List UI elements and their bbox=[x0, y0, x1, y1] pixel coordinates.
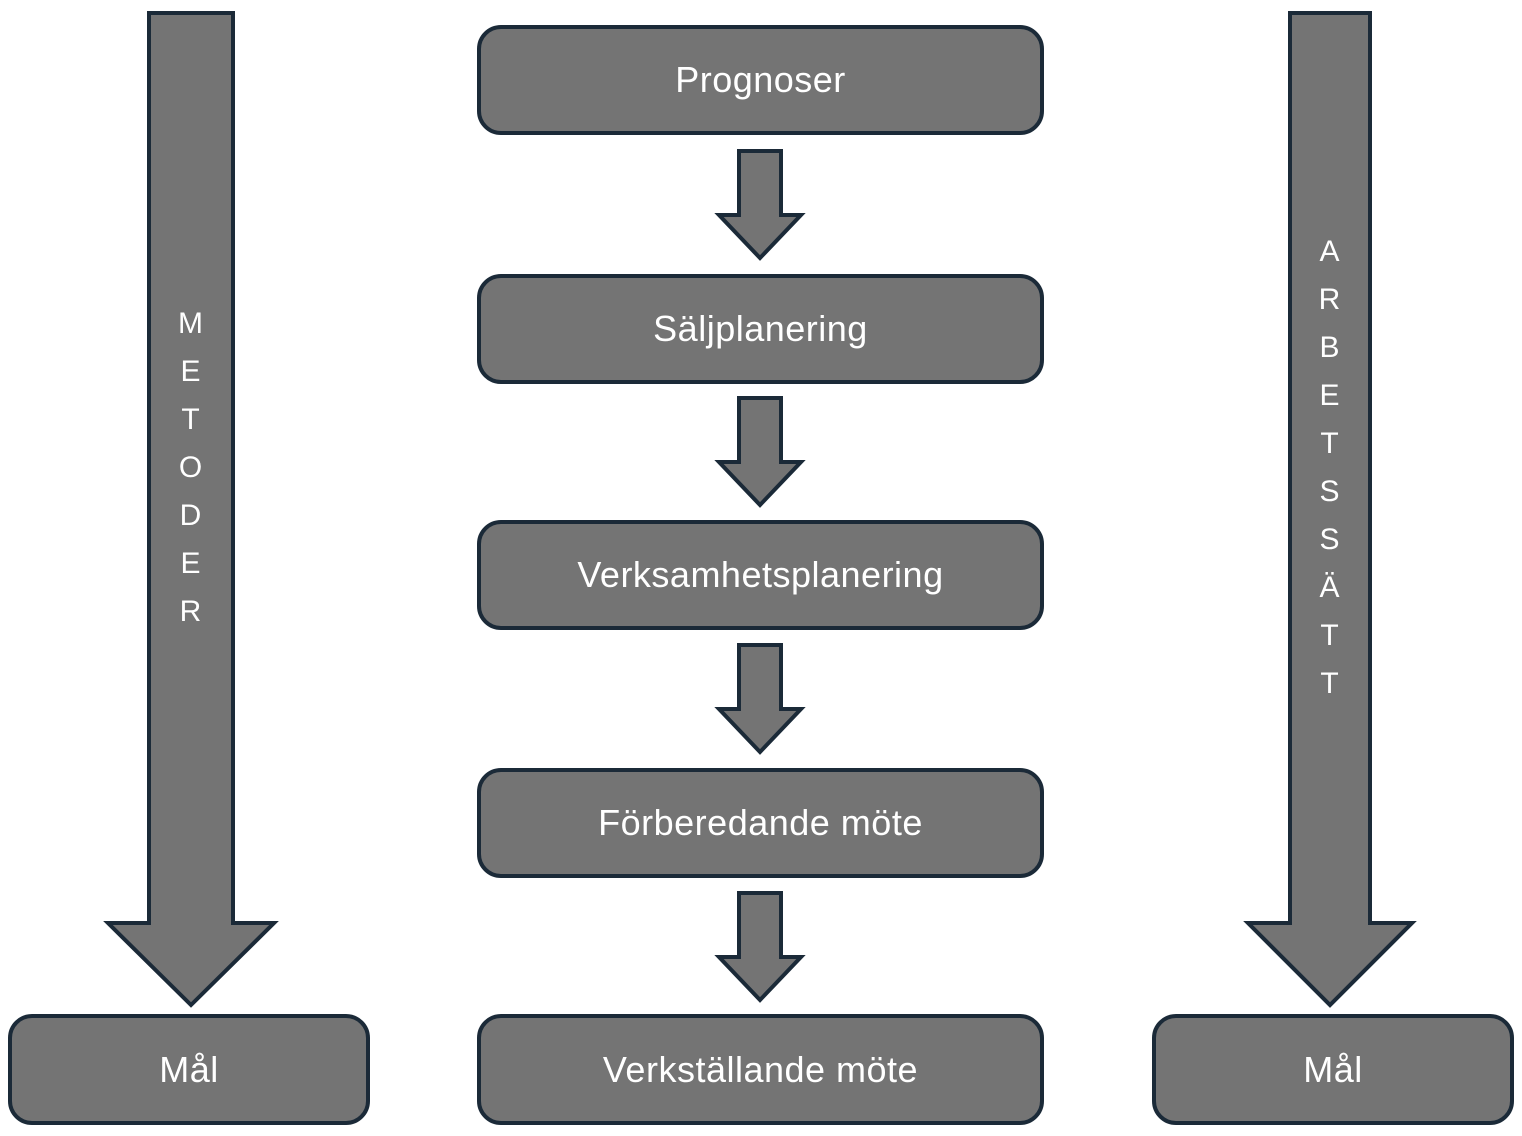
flow-step-prognoser: Prognoser bbox=[477, 25, 1044, 135]
goal-label: Mål bbox=[159, 1048, 219, 1090]
metoder-arrow-label: M E T O D E R bbox=[178, 307, 204, 628]
metoder-big-down-arrow bbox=[103, 11, 279, 1008]
flow-step-label: Verksamhetsplanering bbox=[577, 554, 944, 595]
arbetssatt-big-down-arrow bbox=[1243, 11, 1417, 1008]
flow-connector-arrow-1 bbox=[714, 149, 806, 261]
flow-step-label: Förberedande möte bbox=[598, 802, 923, 843]
flow-step-label: Verkställande möte bbox=[602, 1048, 919, 1090]
goal-box-right: Mål bbox=[1152, 1014, 1514, 1125]
flow-step-forberedande-mote: Förberedande möte bbox=[477, 768, 1044, 878]
goal-label: Mål bbox=[1303, 1048, 1363, 1090]
flow-step-label: Prognoser bbox=[675, 59, 846, 100]
flow-step-label: Säljplanering bbox=[653, 308, 868, 349]
flow-connector-arrow-2 bbox=[714, 396, 806, 508]
flow-step-saljplanering: Säljplanering bbox=[477, 274, 1044, 384]
goal-box-left: Mål bbox=[8, 1014, 370, 1125]
flow-step-verkstallande-mote: Verkställande möte bbox=[477, 1014, 1044, 1125]
flow-step-verksamhetsplanering: Verksamhetsplanering bbox=[477, 520, 1044, 630]
flow-connector-arrow-3 bbox=[714, 643, 806, 755]
flow-connector-arrow-4 bbox=[714, 891, 806, 1003]
arbetssatt-arrow-label: A R B E T S S Ä T T bbox=[1318, 235, 1342, 700]
